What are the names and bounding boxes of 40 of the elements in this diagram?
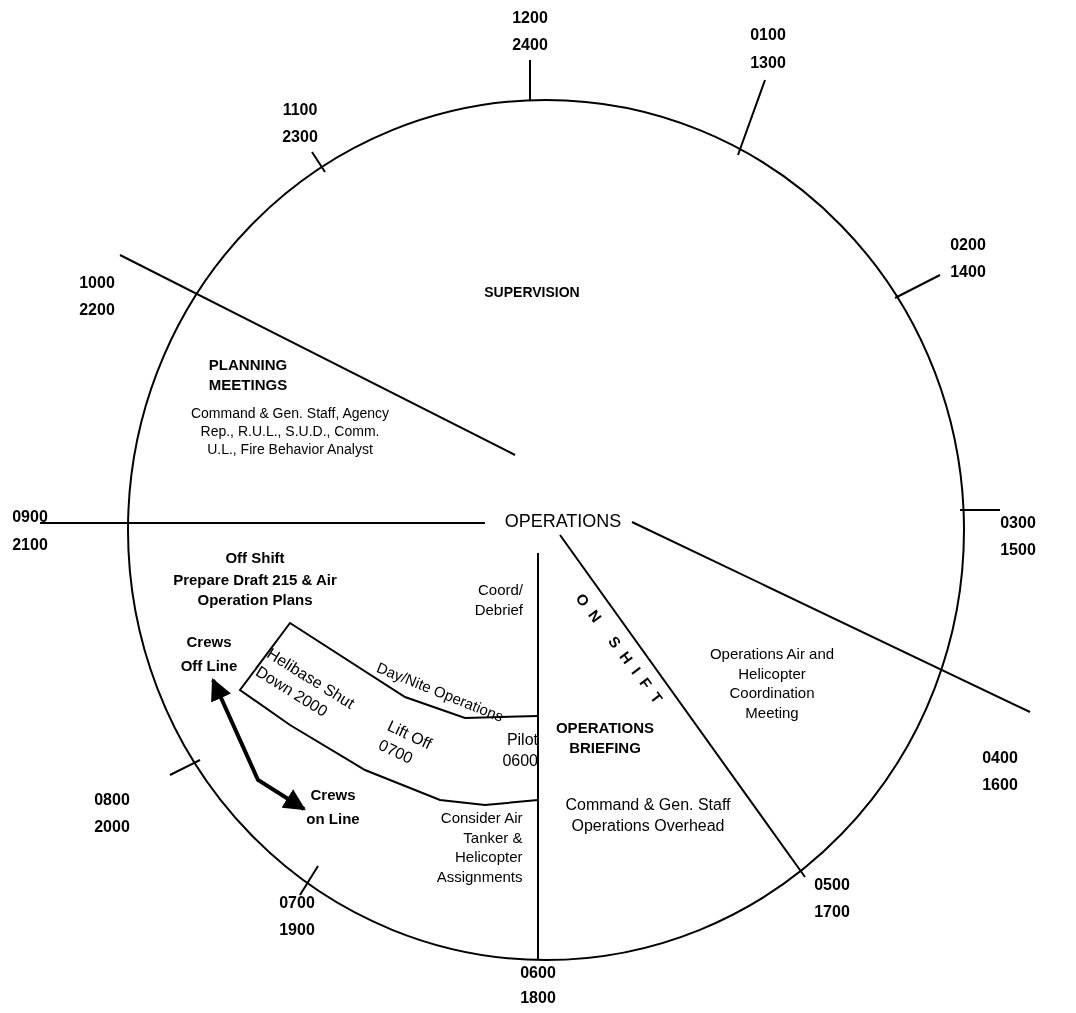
time-label: 0700: [278, 893, 316, 913]
sector-title: SUPERVISION: [483, 283, 581, 302]
time-label: 0100: [749, 25, 787, 45]
time-label: 1500: [999, 540, 1037, 560]
time-label: 1800: [519, 988, 557, 1008]
text-label: Coord/ Debrief: [473, 580, 523, 619]
time-label: 0300: [999, 513, 1037, 533]
time-label: 1600: [981, 775, 1019, 795]
time-label: 0900: [11, 507, 49, 527]
time-label: 2200: [78, 300, 116, 320]
text-label: Consider Air Tanker & Helicopter Assignments: [435, 808, 523, 886]
text-label: Operations Air and Helicopter Coordination Meeting: [708, 644, 836, 722]
text-label: Command & Gen. Staff Operations Overhead: [564, 795, 732, 836]
time-label: 0800: [93, 790, 131, 810]
time-label: 1400: [949, 262, 987, 282]
time-label: 1900: [278, 920, 316, 940]
time-label: 2100: [11, 535, 49, 555]
time-label: 1200: [511, 8, 549, 28]
section-heading: PLANNING MEETINGS: [207, 355, 289, 394]
section-heading: OPERATIONS BRIEFING: [554, 718, 656, 757]
crew-status-label: Crews Off Line: [178, 630, 240, 678]
text-label: Off Shift: [224, 548, 286, 568]
time-label: 2300: [281, 127, 319, 147]
time-label: 2400: [511, 35, 549, 55]
text-label: Prepare Draft 215 & Air Operation Plans: [172, 570, 338, 609]
time-label: 1700: [813, 902, 851, 922]
time-label: 0600: [519, 963, 557, 983]
time-label: 2000: [93, 817, 131, 837]
time-label: 1100: [281, 100, 319, 120]
double-arrow: [211, 678, 306, 811]
text-label: Command & Gen. Staff, Agency Rep., R.U.L., S.U.D., Comm. U.L., Fire Behavior Analyst: [189, 404, 391, 459]
rotated-label: Lift Off 0700: [375, 717, 435, 769]
crew-status-label: Crews on Line: [306, 783, 360, 831]
time-label: 1300: [749, 53, 787, 73]
center-title: OPERATIONS: [503, 510, 623, 533]
text-label: Pilot 0600: [501, 730, 538, 771]
time-label: 0500: [813, 875, 851, 895]
time-label: 1000: [78, 273, 116, 293]
time-label: 0200: [949, 235, 987, 255]
time-label: 0400: [981, 748, 1019, 768]
